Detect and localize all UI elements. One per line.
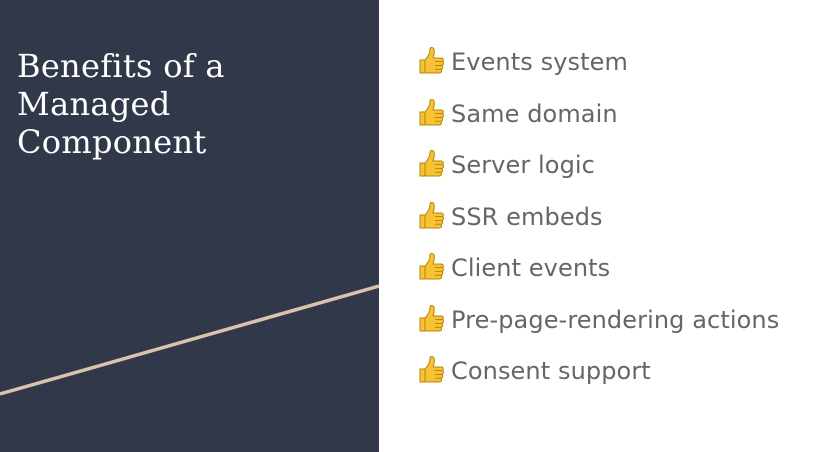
thumbs-up-icon xyxy=(417,303,446,335)
benefit-label: Events system xyxy=(451,48,628,76)
thumbs-up-icon xyxy=(417,354,446,386)
right-panel: Events system Same domain Server logic S… xyxy=(379,0,821,452)
benefit-label: Server logic xyxy=(451,151,595,179)
thumbs-up-icon xyxy=(417,200,446,232)
title-line-1: Benefits of a xyxy=(17,47,225,85)
list-item: Server logic xyxy=(417,148,779,200)
thumbs-up-icon xyxy=(417,148,446,180)
benefit-label: Consent support xyxy=(451,357,651,385)
benefit-label: Same domain xyxy=(451,99,618,128)
benefit-label: Client events xyxy=(451,254,611,282)
list-item: SSR embeds xyxy=(417,200,779,252)
list-item: Consent support xyxy=(417,354,779,406)
benefits-list: Events system Same domain Server logic S… xyxy=(417,45,779,406)
left-panel: Benefits of a Managed Component xyxy=(0,0,379,452)
thumbs-up-icon xyxy=(417,45,446,77)
benefit-label: SSR embeds xyxy=(451,202,603,231)
thumbs-up-icon xyxy=(417,97,446,129)
title-line-2: Managed xyxy=(17,85,171,123)
title-line-3: Component xyxy=(17,123,207,161)
list-item: Pre-page-rendering actions xyxy=(417,303,779,355)
thumbs-up-icon xyxy=(417,251,446,283)
slide-title: Benefits of a Managed Component xyxy=(17,47,357,161)
diagonal-accent-line xyxy=(0,284,379,396)
list-item: Events system xyxy=(417,45,779,97)
list-item: Client events xyxy=(417,251,779,303)
benefit-label: Pre-page-rendering actions xyxy=(451,305,780,334)
list-item: Same domain xyxy=(417,97,779,149)
